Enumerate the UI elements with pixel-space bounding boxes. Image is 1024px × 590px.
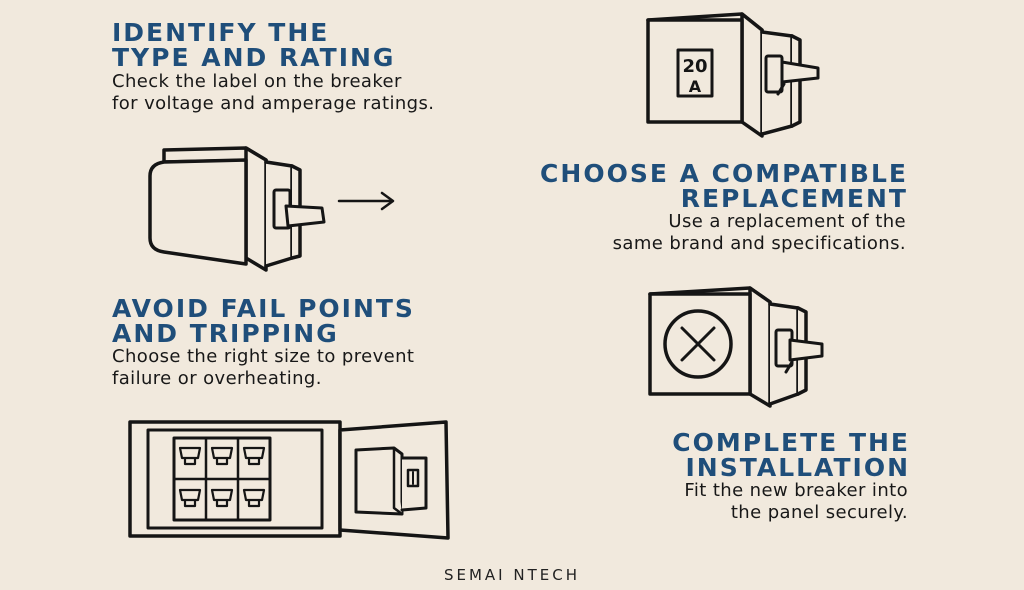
step-4-desc-line-2: the panel securely. xyxy=(730,502,908,523)
step-1-title-line-1: IDENTIFY THE xyxy=(112,18,330,47)
step-2-description: Use a replacement of the same brand and … xyxy=(613,211,906,255)
step-1-title: IDENTIFY THE TYPE AND RATING xyxy=(112,20,395,70)
step-2-desc-line-1: Use a replacement of the xyxy=(668,211,906,232)
rated-breaker-icon: 20 A xyxy=(646,12,820,138)
step-4-description: Fit the new breaker into the panel secur… xyxy=(684,480,908,524)
step-4-desc-line-1: Fit the new breaker into xyxy=(684,480,908,501)
arrow-right-icon xyxy=(337,191,395,211)
step-4-title: COMPLETE THE INSTALLATION xyxy=(672,430,910,480)
breaker-rating-unit: A xyxy=(689,77,702,96)
step-2-title-line-2: REPLACEMENT xyxy=(680,184,908,213)
step-4-title-line-2: INSTALLATION xyxy=(685,453,910,482)
step-3-description: Choose the right size to prevent failure… xyxy=(112,346,414,390)
step-1-desc-line-2: for voltage and amperage ratings. xyxy=(112,93,435,114)
step-3-desc-line-1: Choose the right size to prevent xyxy=(112,346,415,367)
breaker-panel-icon xyxy=(128,420,450,540)
step-2-title-line-1: CHOOSE A COMPATIBLE xyxy=(540,159,908,188)
step-3-desc-line-2: failure or overheating. xyxy=(112,368,322,389)
step-2-title: CHOOSE A COMPATIBLE REPLACEMENT xyxy=(540,161,908,211)
footer-brand: SEMAI NTECH xyxy=(443,566,580,584)
step-2-desc-line-2: same brand and specifications. xyxy=(612,233,906,254)
step-1-description: Check the label on the breaker for volta… xyxy=(112,71,434,115)
step-1-desc-line-1: Check the label on the breaker xyxy=(112,71,402,92)
breaker-icon xyxy=(148,146,326,272)
breaker-rating-number: 20 xyxy=(682,56,707,77)
step-3-title-line-2: AND TRIPPING xyxy=(112,319,339,348)
step-3-title-line-1: AVOID FAIL POINTS xyxy=(112,294,415,323)
step-3-title: AVOID FAIL POINTS AND TRIPPING xyxy=(112,296,415,346)
step-4-title-line-1: COMPLETE THE xyxy=(672,428,910,457)
failed-breaker-icon xyxy=(648,286,824,408)
step-1-title-line-2: TYPE AND RATING xyxy=(112,43,396,72)
